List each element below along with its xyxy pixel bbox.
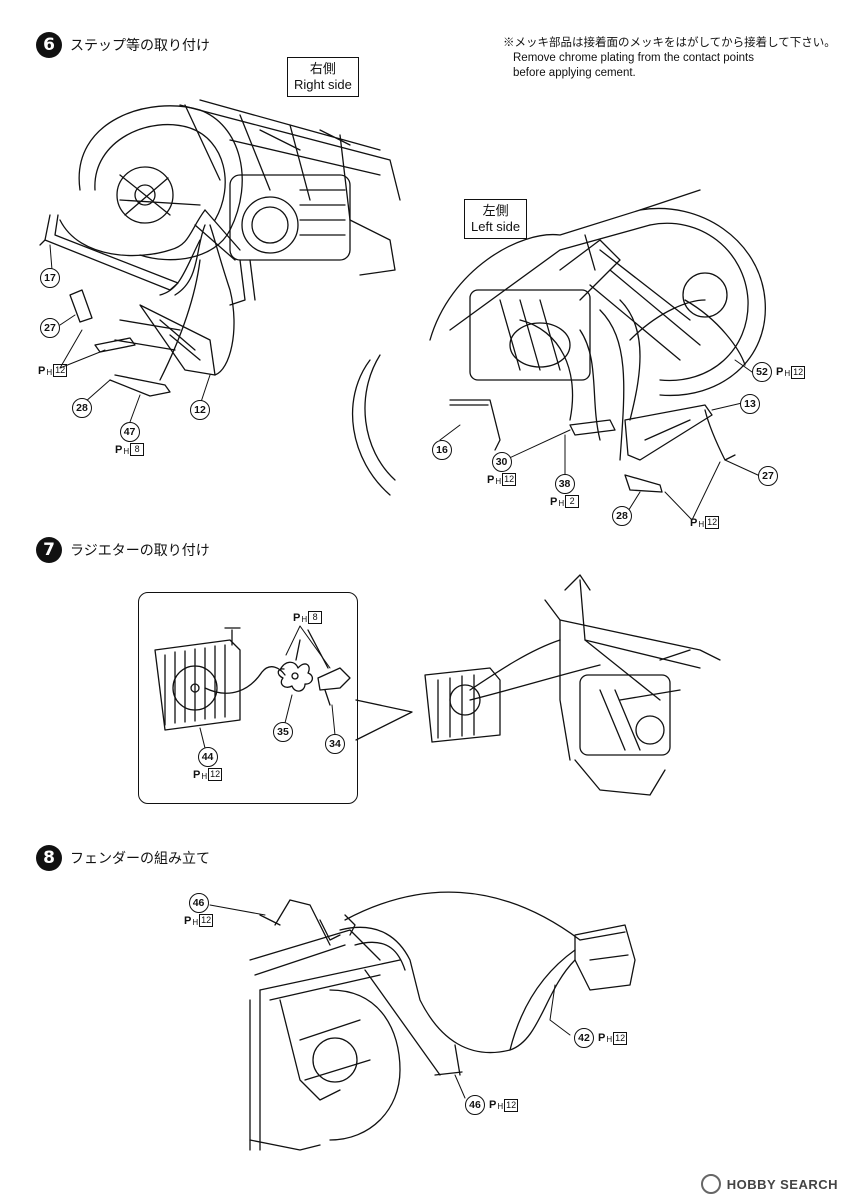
right-side-label: 右側 Right side bbox=[287, 57, 359, 97]
watermark-text: HOBBY SEARCH bbox=[726, 1176, 838, 1192]
step-7-number: 7 bbox=[36, 537, 62, 563]
part-number: 27 bbox=[40, 318, 60, 338]
part-number: 44 bbox=[197, 747, 218, 767]
part-28-left-callout: 28 bbox=[612, 506, 632, 526]
chrome-plating-note: ※メッキ部品は接着面のメッキをはがしてから接着して下さい。 Remove chr… bbox=[503, 36, 836, 81]
part-number: 28 bbox=[72, 398, 92, 418]
hobby-search-logo-icon bbox=[700, 1174, 721, 1194]
part-number: 27 bbox=[758, 466, 778, 486]
watermark: HOBBY SEARCH bbox=[700, 1174, 838, 1194]
right-side-label-en: Right side bbox=[294, 77, 352, 92]
right-side-label-ja: 右側 bbox=[309, 61, 336, 76]
part-number: 13 bbox=[740, 394, 760, 414]
part-number: 46 bbox=[465, 1095, 485, 1115]
part-number: 46 bbox=[188, 893, 209, 913]
note-english-line-2: before applying cement. bbox=[513, 67, 636, 79]
right-side-motorcycle-drawing bbox=[78, 99, 401, 306]
part-16-callout: 16 bbox=[432, 440, 452, 460]
fender-frame-drawing bbox=[249, 891, 636, 1151]
radiator-inset-drawing bbox=[154, 627, 351, 731]
part-27-right-callout: 27 bbox=[40, 318, 60, 338]
part-number: 12 bbox=[190, 400, 210, 420]
note-japanese: ※メッキ部品は接着面のメッキをはがしてから接着して下さい。 bbox=[503, 37, 836, 49]
part-number: 38 bbox=[554, 474, 575, 494]
part-number: 47 bbox=[119, 422, 140, 442]
part-number: 34 bbox=[325, 734, 345, 754]
part-number: 17 bbox=[40, 268, 60, 288]
part-number: 52 bbox=[752, 362, 772, 382]
left-side-motorcycle-drawing bbox=[351, 189, 766, 496]
part-17-callout: 17 bbox=[40, 268, 60, 288]
step-6-number: 6 bbox=[36, 32, 62, 58]
part-number: 16 bbox=[432, 440, 452, 460]
step-7-title: ラジエターの取り付け bbox=[70, 543, 210, 559]
leader-lines bbox=[49, 244, 761, 1099]
part-34-callout: 34 bbox=[325, 734, 345, 754]
left-side-label-ja: 左側 bbox=[482, 203, 509, 218]
part-number: 35 bbox=[273, 722, 293, 742]
step-7-heading: 7 ラジエターの取り付け bbox=[36, 537, 210, 563]
left-side-label: 左側 Left side bbox=[464, 199, 528, 239]
part-12-callout: 12 bbox=[190, 400, 210, 420]
part-35-callout: 35 bbox=[273, 722, 293, 742]
radiator-fan-inset-frame bbox=[138, 592, 358, 804]
step-8-heading: 8 フェンダーの組み立て bbox=[36, 845, 210, 871]
part-27-left-callout: 27 bbox=[758, 466, 778, 486]
step-8-number: 8 bbox=[36, 845, 62, 871]
part-number: 28 bbox=[612, 506, 632, 526]
step-6-title: ステップ等の取り付け bbox=[70, 38, 210, 54]
right-side-parts-drawing bbox=[39, 209, 235, 397]
part-28-right-callout: 28 bbox=[72, 398, 92, 418]
part-number: 30 bbox=[491, 452, 512, 472]
radiator-frame-drawing bbox=[424, 574, 721, 796]
step-8-title: フェンダーの組み立て bbox=[70, 851, 210, 867]
part-13-callout: 13 bbox=[740, 394, 760, 414]
left-side-label-en: Left side bbox=[471, 219, 521, 234]
inset-callout-pointer bbox=[355, 699, 413, 741]
part-number: 42 bbox=[574, 1028, 594, 1048]
note-english-line-1: Remove chrome plating from the contact p… bbox=[513, 52, 754, 64]
step-6-heading: 6 ステップ等の取り付け bbox=[36, 32, 210, 58]
